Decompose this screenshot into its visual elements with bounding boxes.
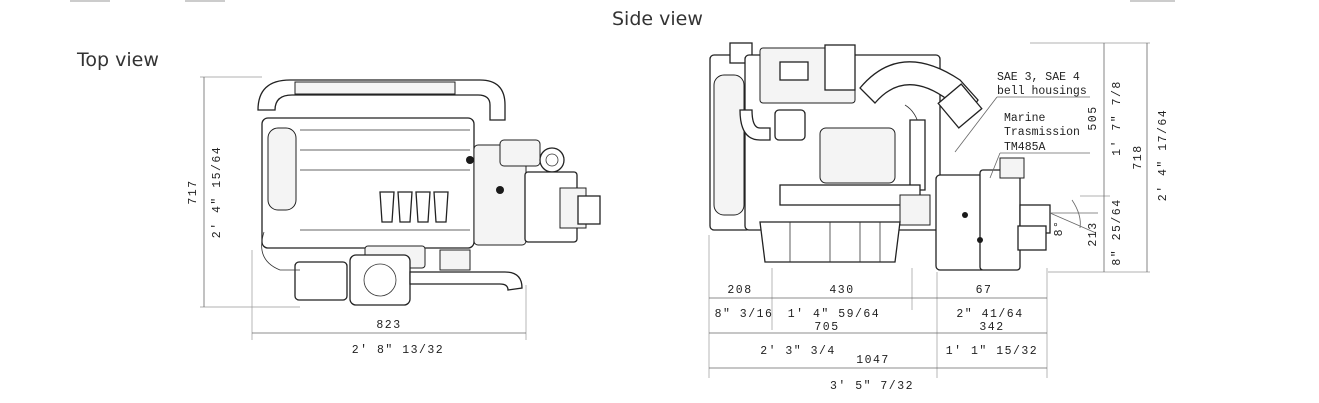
side-rear-mm: 342 <box>979 321 1004 334</box>
side-front-imperial: 2' 3" 3/4 <box>760 345 836 358</box>
top-length-mm: 823 <box>376 319 401 332</box>
bell-note-line1: SAE 3, SAE 4 <box>997 71 1080 84</box>
side-upper-mm: 505 <box>1087 105 1100 130</box>
top-view-height-dimension: 717 2' 4" 15/64 <box>187 76 300 308</box>
bell-housing-note: SAE 3, SAE 4 bell housings <box>954 71 1090 153</box>
bell-note-line2: bell housings <box>997 85 1087 98</box>
side-rear-imperial: 1' 1" 15/32 <box>946 345 1038 358</box>
side-seg2-mm: 430 <box>829 284 854 297</box>
trans-note-line2: Trasmission <box>1004 126 1080 139</box>
side-lower-mm: 213 <box>1087 221 1100 246</box>
side-view-title: Side view <box>612 8 703 30</box>
side-seg3-imperial: 2" 41/64 <box>956 308 1023 321</box>
transmission-note: Marine Trasmission TM485A <box>989 112 1090 179</box>
trans-note-line3: TM485A <box>1004 141 1046 154</box>
side-seg2-imperial: 1' 4" 59/64 <box>788 308 880 321</box>
side-total-mm: 1047 <box>856 354 890 367</box>
side-front-mm: 705 <box>814 321 839 334</box>
side-seg1-mm: 208 <box>727 284 752 297</box>
side-lower-imperial: 8" 25/64 <box>1111 198 1124 265</box>
side-seg3-mm: 67 <box>976 284 993 297</box>
top-length-imperial: 2' 8" 13/32 <box>352 344 444 357</box>
side-view-engine-illustration <box>709 42 1051 271</box>
top-view-length-dimension: 823 2' 8" 13/32 <box>251 250 527 357</box>
top-height-imperial: 2' 4" 15/64 <box>211 146 224 238</box>
trans-note-line1: Marine <box>1004 112 1046 125</box>
side-total-imperial: 3' 5" 7/32 <box>830 380 914 393</box>
side-seg1-imperial: 8" 3/16 <box>715 308 774 321</box>
side-view-vertical-dimensions: 505 1' 7" 7/8 718 2' 4" 17/64 213 8" 25/… <box>1030 42 1170 273</box>
top-height-mm: 717 <box>187 179 200 204</box>
propeller-shaft-angle: 8° <box>1049 199 1098 237</box>
top-view-engine-illustration <box>257 79 601 306</box>
side-upper-imperial: 1' 7" 7/8 <box>1111 80 1124 156</box>
shaft-angle: 8° <box>1053 220 1066 237</box>
side-total-height-mm: 718 <box>1132 144 1145 169</box>
top-view-title: Top view <box>76 49 159 71</box>
side-total-height-imperial: 2' 4" 17/64 <box>1157 109 1170 201</box>
side-view-horizontal-dimensions: 208 430 67 8" 3/16 1' 4" 59/64 2" 41/64 … <box>708 235 1048 393</box>
